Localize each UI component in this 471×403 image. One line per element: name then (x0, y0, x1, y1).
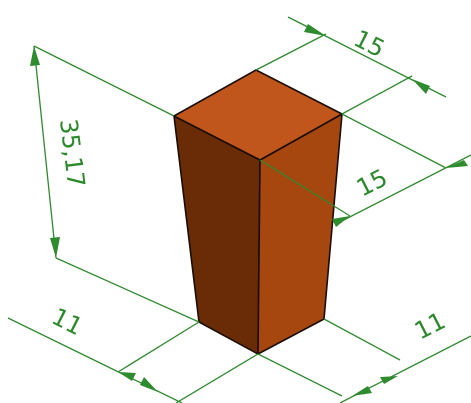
height-extension-bottom (55, 257, 200, 323)
bottom-right-extension-2 (257, 353, 343, 397)
top-width-arrow-right (412, 79, 430, 94)
top-width-arrow-left (304, 24, 326, 36)
bottom-left-arrow-left (118, 372, 136, 381)
top-depth-label: 15 (352, 164, 392, 203)
bottom-right-arrow-right (380, 376, 398, 384)
bottom-right-label: 11 (410, 307, 450, 346)
bottom-left-label: 11 (47, 302, 87, 341)
top-depth-leader (259, 159, 351, 217)
bottom-right-extension (323, 318, 401, 361)
height-extension-top (33, 45, 175, 117)
height-dimension-line (33, 45, 57, 259)
height-arrow-top (30, 46, 40, 66)
height-label: 35,17 (54, 117, 90, 189)
bottom-left-extension-2 (175, 353, 259, 403)
top-depth-arrow-right (446, 160, 468, 168)
top-width-label: 15 (349, 24, 389, 63)
bottom-left-arrow-right (140, 377, 158, 392)
height-dimension: 35,17 (30, 45, 200, 323)
top-width-extension-right (341, 75, 413, 115)
bottom-right-arrow-left (352, 386, 372, 396)
top-width-extension-left (255, 33, 327, 71)
top-depth-arrow-left (332, 216, 350, 227)
tapered-block (173, 69, 343, 355)
top-depth-extension (341, 113, 447, 169)
top-depth-dimension-line (335, 154, 471, 225)
bottom-left-extension (117, 321, 200, 373)
height-arrow-bottom (50, 237, 60, 258)
